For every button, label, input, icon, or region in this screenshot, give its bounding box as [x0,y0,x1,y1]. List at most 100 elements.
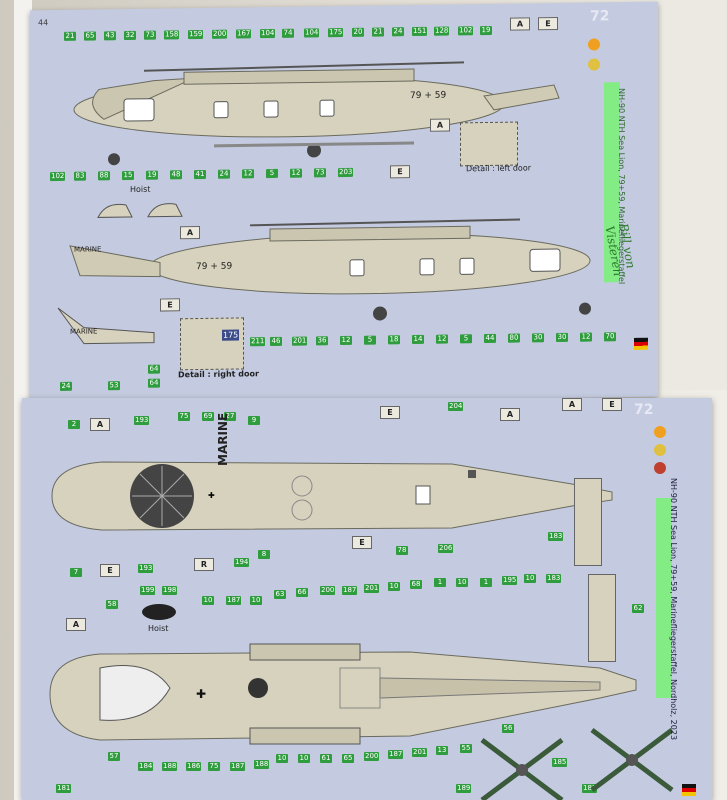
serial-suffix: 59 [434,90,447,101]
tail-marking: MARINE [74,245,102,254]
badge-a: A [66,618,86,631]
decal-number: 80 [508,333,520,343]
decal-number: 73 [144,30,156,40]
rotor-blade-decals [480,728,674,800]
detail-right-door-label: Detail : right door [178,369,259,380]
decal-number: 64 [148,378,160,388]
decal-number: 5 [460,334,472,344]
decal-number: 185 [552,758,568,767]
hoist-label-bottom: Hoist [148,624,169,633]
paint-icon [654,426,666,438]
decal-number: 83 [74,171,86,181]
decal-number: 64 [148,364,160,374]
decal-number: 68 [410,580,422,589]
decal-number: 10 [298,754,310,763]
decal-number: 198 [162,586,178,595]
svg-text:✚: ✚ [208,491,215,500]
svg-text:✚: ✚ [196,687,206,701]
decal-number: 12 [290,168,302,178]
decal-number: 187 [342,586,358,595]
decal-number: 187 [226,596,242,605]
helicopter-left-profile [73,61,560,166]
decal-number: 18 [388,335,400,345]
scale-label: 72 [590,8,610,25]
detail-right-door [180,317,244,371]
decal-number: 41 [194,169,206,180]
decal-number: 188 [162,762,178,771]
decal-number: 24 [392,27,404,37]
decal-number: 5 [266,168,278,179]
decal-number: 30 [556,332,568,343]
decal-number: 181 [56,784,72,793]
info-icon [654,444,666,456]
decal-number: 46 [270,336,282,347]
hoist-label: Hoist [130,184,151,194]
serial-text: 79 + 59 [410,90,447,102]
decal-number: 10 [456,578,468,587]
tail-detail [57,307,155,345]
decal-number: 204 [448,402,464,411]
helicopter-underside-view: ✚ [49,643,637,745]
rotor-strip [574,478,602,566]
decal-number: 53 [108,381,120,391]
paint-icon [588,38,600,51]
decal-number: 58 [106,600,118,609]
rotor-strip-2 [588,574,616,662]
badge-e: E [538,17,558,31]
badge-a: A [500,408,520,421]
decal-number: 128 [434,26,450,36]
stamp-icon [654,462,666,474]
decal-number: 187 [388,750,404,759]
serial-suffix: 59 [220,261,233,272]
germany-flag-icon [634,337,648,350]
decal-number: 12 [242,169,254,179]
detail-left-door-label: Detail : left door [466,163,532,174]
helicopter-right-profile [69,218,591,321]
decal-number: 62 [632,604,644,613]
decal-number: 36 [316,336,328,346]
decal-number: 5 [364,335,376,345]
decal-number: 159 [188,29,204,40]
decal-number: 184 [138,762,154,771]
decal-number: 55 [460,744,472,753]
serial-number: 79 [196,261,208,273]
serial-text-2: 79 + 59 [196,261,233,273]
decal-number: 9 [248,416,260,425]
decal-number: 211 [250,337,266,347]
decal-number: 201 [364,584,380,593]
decal-number: 12 [436,334,448,344]
decal-number: 201 [292,336,308,346]
decal-number: 19 [480,25,492,36]
decal-number: 10 [524,574,536,583]
decal-number: 74 [282,28,294,38]
decal-number: 195 [502,576,518,585]
corner-mark: 44 [38,18,49,28]
caption-highlight-bottom [656,498,672,698]
badge-a: A [430,118,450,132]
decal-number: 48 [170,170,182,180]
decal-number: 167 [236,29,252,39]
decal-number: 13 [436,746,448,755]
decal-number: 61 [320,754,332,763]
decal-number: 65 [342,754,354,763]
badge-e: E [100,564,120,577]
decal-number: 21 [372,27,384,37]
decal-number: 56 [502,724,514,733]
decal-number: 30 [532,333,544,343]
decal-number: 201 [412,748,428,757]
decal-number: 75 [208,762,220,771]
decal-number: 65 [84,31,96,41]
decal-number: 187 [230,762,246,771]
decal-number: 32 [124,30,136,41]
decal-number: 193 [134,416,150,425]
decal-number: 102 [50,171,66,182]
decal-number: 10 [250,596,262,605]
decal-number: 8 [258,550,270,559]
decal-number: 43 [104,31,116,41]
decal-sheet-bottom: 72 A E A E A 2 193 75 69 27 9 204 ✚ MARI… [22,398,712,800]
squadron-mark: 175 [222,329,240,341]
decal-number: 73 [314,168,326,178]
decal-number: 10 [276,754,288,763]
badge-e: E [352,536,372,549]
decal-number: 1 [480,578,492,587]
